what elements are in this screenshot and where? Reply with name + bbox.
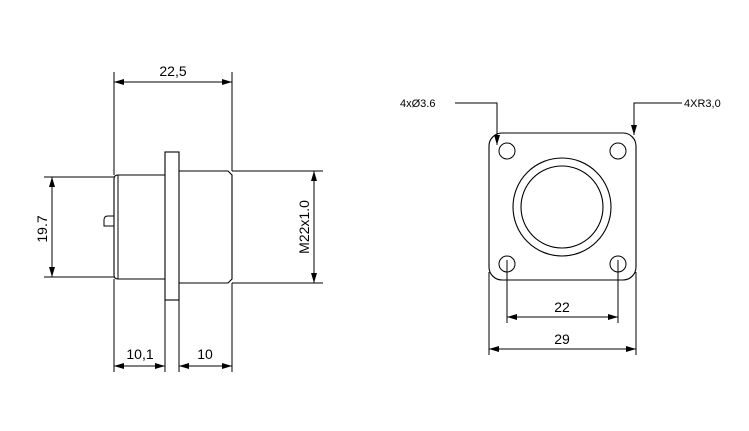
- body-outer-circle: [512, 157, 612, 257]
- front-view: 4xØ3.6 4XR3,0 22 29: [400, 98, 721, 355]
- hole-note-leader: [455, 102, 500, 145]
- flange-outline: [164, 151, 180, 301]
- radius-note: 4XR3,0: [684, 98, 721, 110]
- rear-body-outline: [113, 174, 165, 280]
- body-inner-circle: [520, 165, 604, 249]
- flange-square: [488, 132, 637, 281]
- key-pin: [103, 215, 114, 227]
- dim-rear-length: 10,1: [126, 346, 153, 362]
- mounting-hole: [498, 142, 516, 160]
- mounting-hole: [609, 142, 627, 160]
- dim-body-diameter: 19.7: [34, 215, 50, 242]
- front-body-outline: [179, 170, 233, 284]
- side-view: 22,5 19.7 M22x1.0 10,1 10: [34, 63, 323, 372]
- dim-front-length: 10: [197, 346, 213, 362]
- dim-thread: M22x1.0: [296, 200, 312, 254]
- dim-flange-width: 29: [554, 331, 570, 347]
- dim-hole-spacing: 22: [554, 299, 570, 315]
- hole-note: 4xØ3.6: [400, 98, 435, 110]
- dim-overall-length: 22,5: [159, 63, 186, 79]
- radius-note-leader: [631, 102, 682, 135]
